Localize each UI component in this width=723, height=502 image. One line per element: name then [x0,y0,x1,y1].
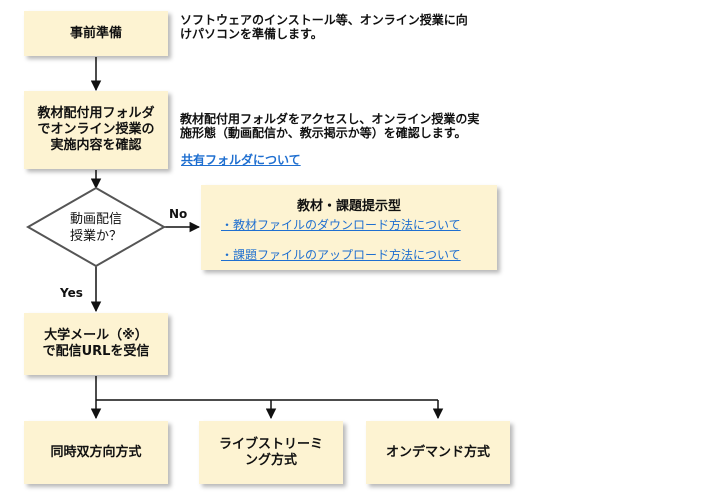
step-folder-box: 教材配付用フォルダ でオンライン授業の 実施内容を確認 [24,91,168,169]
step-folder-label-line3: 実施内容を確認 [50,138,142,153]
step-prepare-note-line1: ソフトウェアのインストール等、オンライン授業に向 [180,13,468,27]
download-method-link[interactable]: ・教材ファイルのダウンロード方法について [221,218,461,232]
method-synchronous-label: 同時双方向方式 [50,444,142,460]
decision-diamond [25,186,167,268]
yes-label: Yes [60,286,83,300]
step-folder-label-line1: 教材配付用フォルダ [37,106,155,121]
step-folder-note-line1: 教材配付用フォルダをアクセスし、オンライン授業の実 [180,112,480,126]
step-mail-line2: で配信URLを受信 [42,344,150,359]
decision-line1: 動画配信 [69,212,122,227]
decision-text: 動画配信 授業か？ [46,211,146,245]
step-folder-note-line2: 施形態（動画配信か、教示掲示か等）を確認します。 [180,126,467,140]
step-prepare-note: ソフトウェアのインストール等、オンライン授業に向 けパソコンを準備します。 [180,13,520,41]
method-ondemand-box: オンデマンド方式 [366,421,510,484]
no-label: No [169,207,188,221]
step-mail-line1: 大学メール（※） [44,328,148,343]
step-prepare-box: 事前準備 [24,11,168,56]
shared-folder-link[interactable]: 共有フォルダについて [181,153,301,167]
method-livestream-line2: ング方式 [244,452,297,468]
step-folder-note: 教材配付用フォルダをアクセスし、オンライン授業の実 施形態（動画配信か、教示掲示… [180,112,520,140]
method-livestream-line1: ライブストリーミ [218,436,323,452]
step-prepare-note-line2: けパソコンを準備します。 [180,27,323,41]
method-livestream-box: ライブストリーミ ング方式 [199,421,343,484]
presentation-box [201,185,497,270]
step-mail-box: 大学メール（※） で配信URLを受信 [24,313,168,375]
upload-method-link[interactable]: ・課題ファイルのアップロード方法について [221,248,461,262]
method-ondemand-label: オンデマンド方式 [385,444,490,460]
step-prepare-label: 事前準備 [69,25,122,41]
presentation-title: 教材・課題提示型 [296,199,401,214]
decision-line2: 授業か？ [69,229,122,244]
step-folder-label-line2: でオンライン授業の [37,122,155,137]
method-synchronous-box: 同時双方向方式 [24,421,168,484]
